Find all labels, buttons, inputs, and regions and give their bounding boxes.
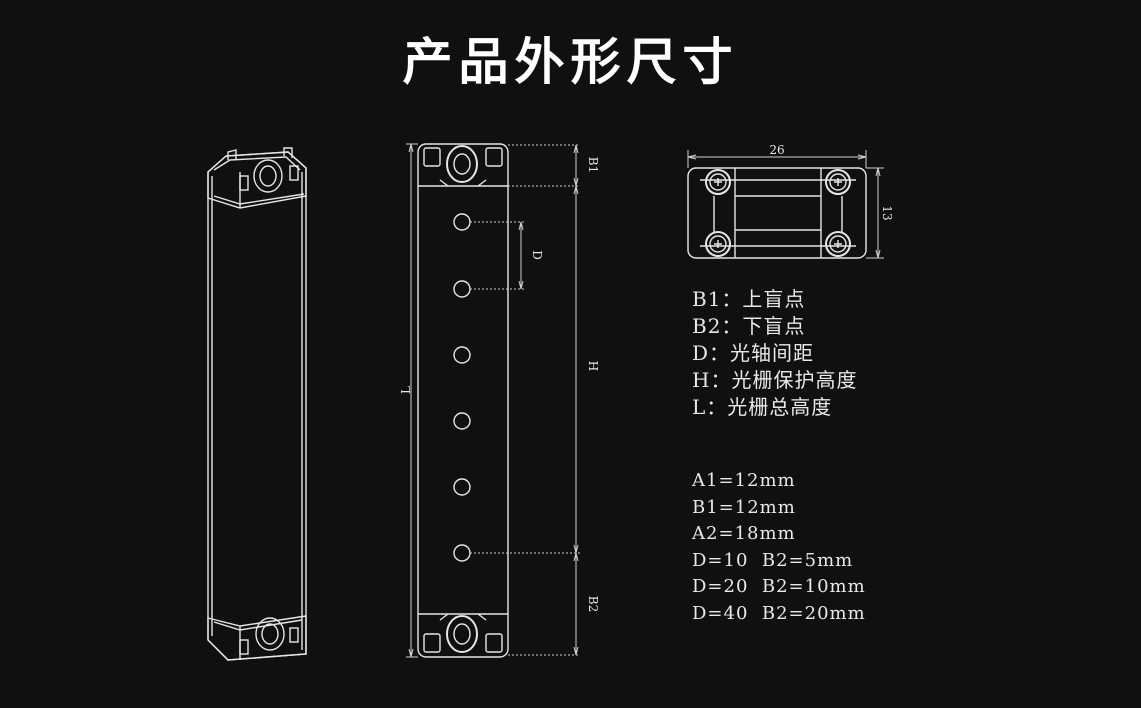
- screw-icon: [825, 231, 851, 257]
- lens-hole: [453, 280, 471, 298]
- spec-item: A1=12mm: [692, 470, 796, 491]
- dim-label-depth: 13: [880, 205, 894, 220]
- spec-item: B1=12mm: [692, 496, 796, 518]
- lens-hole: [453, 478, 471, 496]
- legend-item: B1：上盲点: [692, 287, 806, 311]
- dim-label-d: D: [530, 250, 544, 260]
- lens-hole: [453, 213, 471, 231]
- page-title: 产品外形尺寸: [402, 33, 739, 91]
- spec-item: D=20 B2=10mm: [692, 576, 866, 598]
- spec-item: D=40 B2=20mm: [692, 602, 866, 624]
- legend-item: H：光栅保护高度: [692, 368, 858, 392]
- lens-hole: [453, 544, 471, 562]
- legend-item: B2：下盲点: [692, 314, 806, 338]
- perspective-view: [207, 147, 307, 661]
- front-view: L B1 D H B2: [399, 143, 600, 658]
- top-view: 26 13: [687, 143, 894, 259]
- legend-list: B1：上盲点 B2：下盲点 D：光轴间距 H：光栅保护高度 L：光栅总高度: [692, 286, 857, 421]
- screw-icon: [705, 231, 731, 257]
- dim-label-width: 26: [769, 143, 784, 157]
- dim-label-b1: B1: [586, 157, 600, 173]
- legend-item: D：光轴间距: [692, 341, 815, 365]
- screw-icon: [825, 169, 851, 195]
- spec-list: A1=12mm B1=12mm A2=18mm D=10 B2=5mm D=20…: [692, 468, 866, 628]
- lens-hole: [453, 346, 471, 364]
- lens-hole: [453, 412, 471, 430]
- legend-item: L：光栅总高度: [692, 395, 833, 419]
- spec-item: D=10 B2=5mm: [692, 549, 854, 571]
- dim-label-b2: B2: [586, 596, 600, 612]
- dim-label-l: L: [399, 386, 413, 394]
- dim-label-h: H: [586, 361, 600, 371]
- spec-item: A2=18mm: [692, 523, 796, 545]
- screw-icon: [705, 169, 731, 195]
